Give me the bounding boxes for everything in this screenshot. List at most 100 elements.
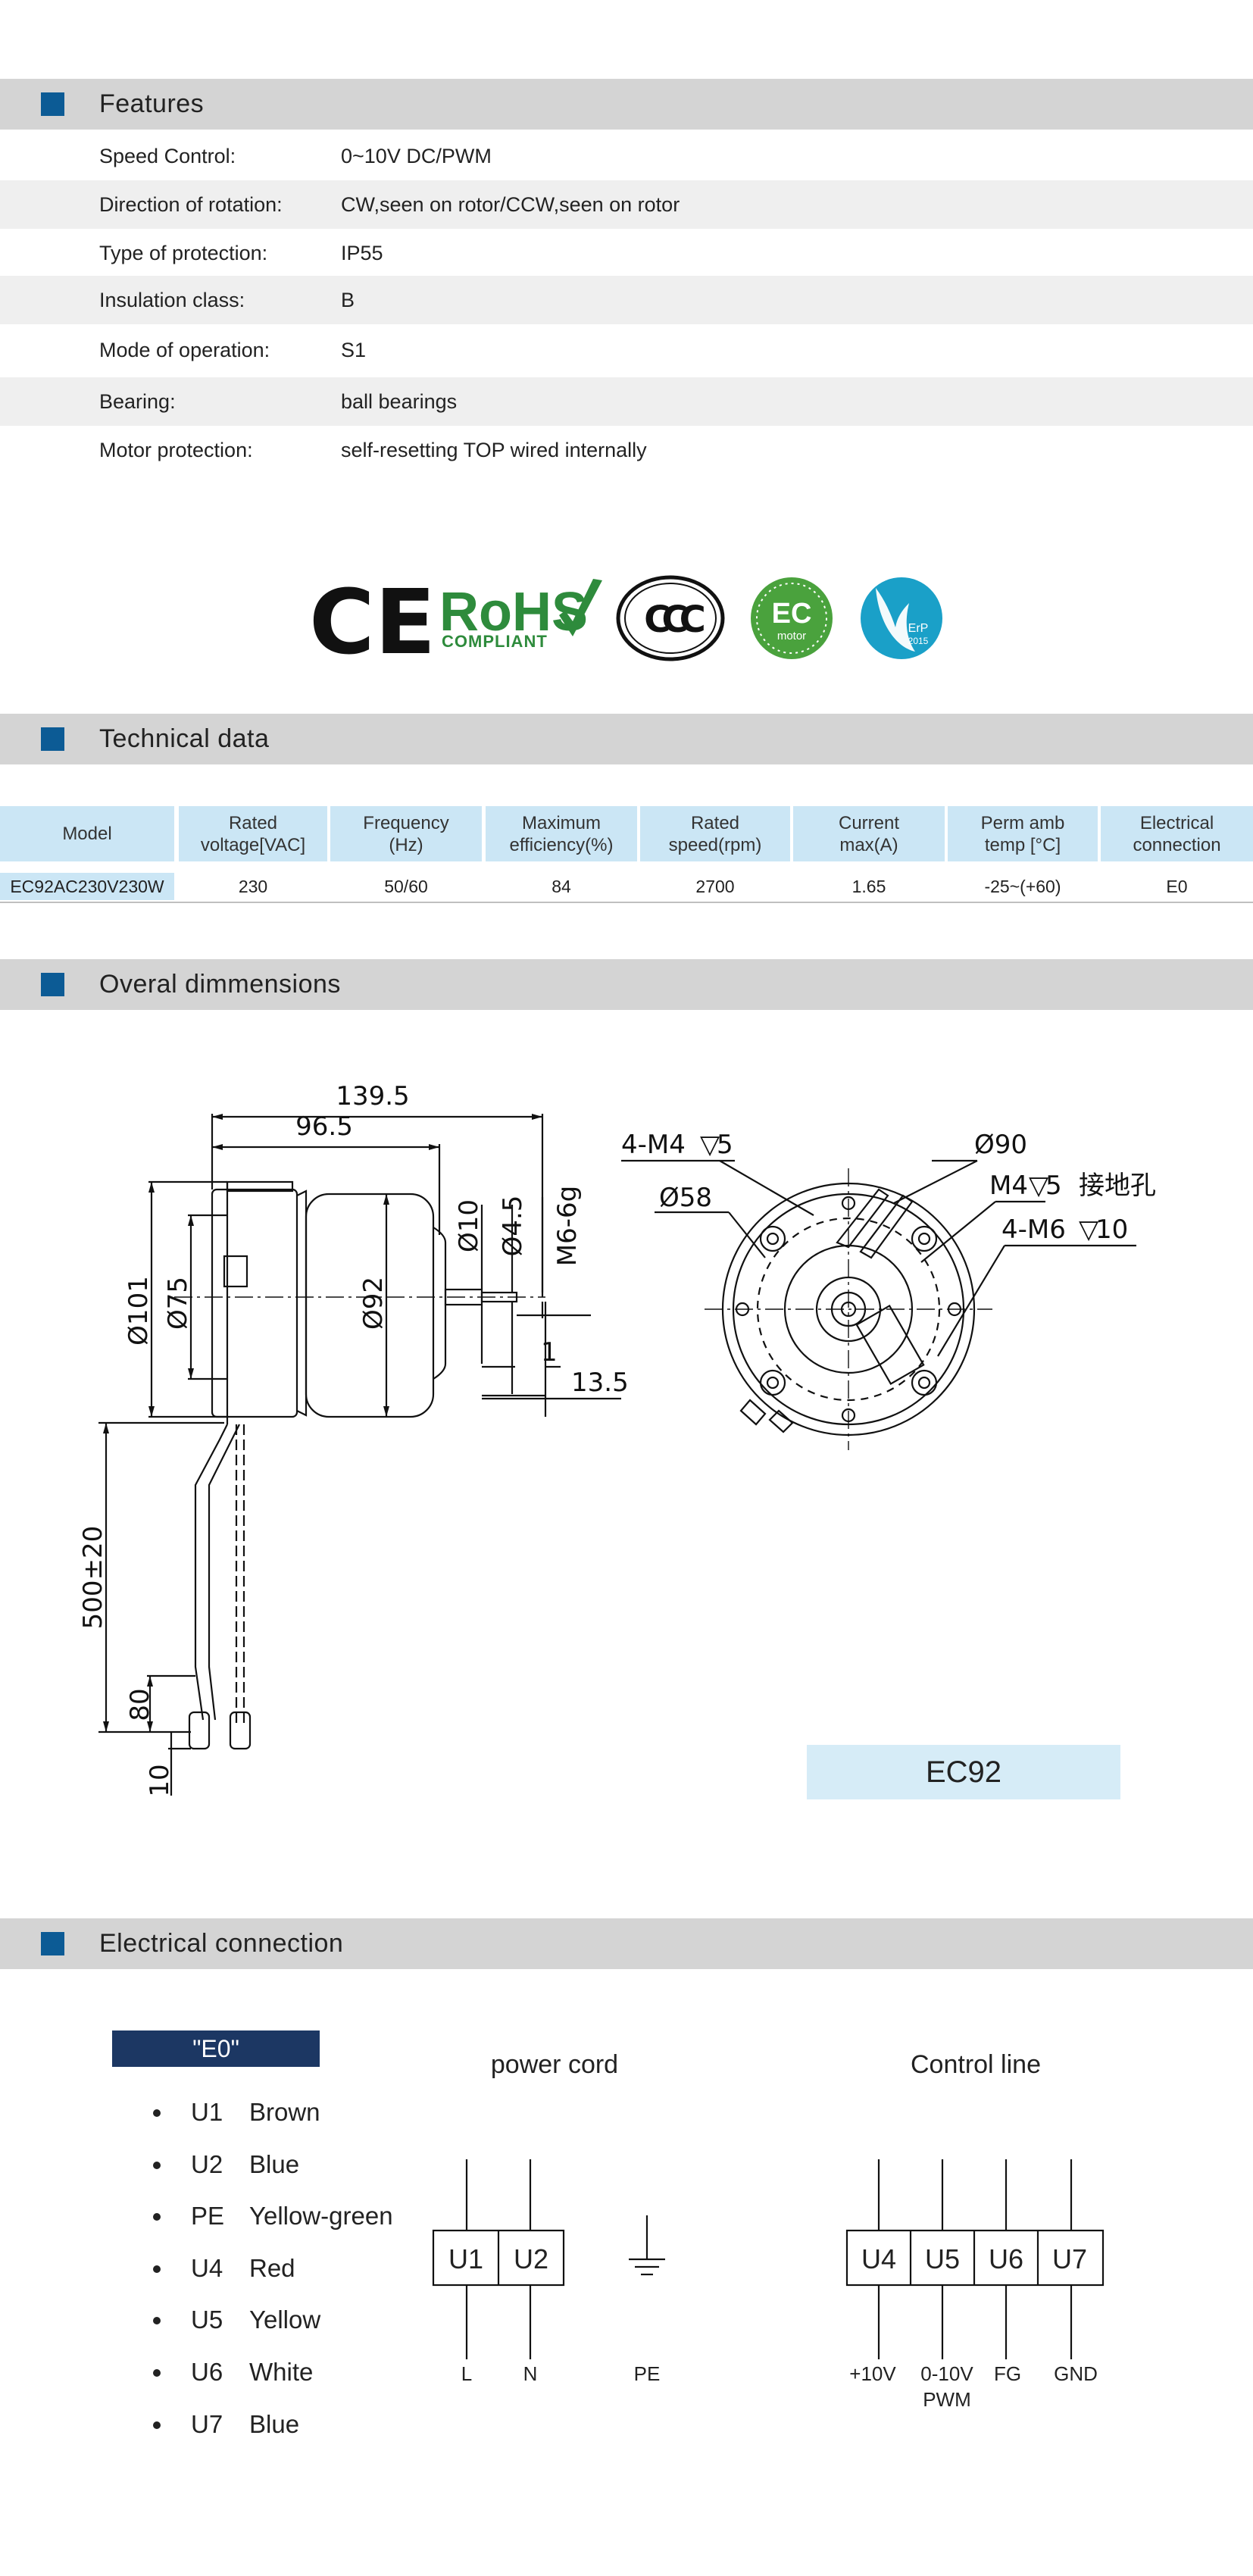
dimension-label: Ø92	[358, 1277, 389, 1330]
ce-logo: CE	[309, 570, 436, 674]
erp-year-text: 2015	[908, 636, 929, 646]
terminal-function-label: PE	[634, 2362, 661, 2385]
feature-value: ball bearings	[341, 390, 458, 413]
section-square-icon	[41, 727, 64, 751]
feature-label: Speed Control:	[99, 145, 236, 167]
feature-row: Bearing: ball bearings	[0, 377, 1253, 426]
erp-logo-text: ErP	[908, 622, 929, 635]
table-cell-speed: 2700	[695, 877, 735, 896]
wire-color: Yellow	[249, 2306, 321, 2334]
wire-code: U6	[191, 2358, 223, 2386]
feature-value: self-resetting TOP wired internally	[341, 439, 647, 461]
header-line: efficiency(%)	[509, 834, 614, 855]
wire-color: Red	[249, 2254, 295, 2282]
header-line: max(A)	[839, 834, 898, 855]
dimension-label: 10	[1095, 1215, 1128, 1245]
feature-label: Type of protection:	[99, 242, 268, 264]
section-header-technical: Technical data	[0, 714, 1253, 764]
terminal-label: U1	[448, 2243, 483, 2274]
terminal-function-label: +10V	[849, 2362, 896, 2385]
header-line: connection	[1133, 834, 1221, 855]
dimension-label: Ø58	[659, 1183, 712, 1213]
ccc-logo-text: CCC	[644, 599, 704, 641]
table-divider	[0, 902, 1253, 903]
feature-row: Type of protection: IP55	[0, 229, 1253, 277]
feature-row: Insulation class: B	[0, 276, 1253, 324]
dimension-label: 500±20	[78, 1526, 108, 1630]
side-view-drawing: 139.5 96.5 Ø101 Ø75 Ø92 Ø10 Ø4.5 M6-6g 1…	[78, 1081, 629, 1797]
dimension-label: 4-M6	[1001, 1215, 1066, 1245]
dimension-label: 5	[1045, 1171, 1062, 1201]
bullet-icon	[153, 2317, 161, 2324]
control-line-title: Control line	[911, 2050, 1041, 2079]
feature-row: Speed Control: 0~10V DC/PWM	[0, 132, 1253, 180]
header-line: Current	[838, 812, 900, 833]
feature-value: B	[341, 289, 355, 311]
header-line: (Hz)	[389, 834, 423, 855]
terminal-function-label: PWM	[923, 2388, 971, 2411]
feature-label: Direction of rotation:	[99, 193, 283, 216]
terminal-function-label: L	[461, 2362, 472, 2385]
dimension-label: 10	[145, 1764, 175, 1796]
terminal-function-label: N	[523, 2362, 538, 2385]
section-square-icon	[41, 973, 64, 996]
header-line: Rated	[228, 812, 278, 833]
feature-value: S1	[341, 339, 367, 361]
model-label-box: EC92	[807, 1745, 1120, 1799]
feature-label: Mode of operation:	[99, 339, 270, 361]
feature-value: IP55	[341, 242, 383, 264]
ec-logo-text: EC	[772, 598, 812, 630]
section-square-icon	[41, 1932, 64, 1955]
terminal-label: U7	[1052, 2243, 1087, 2274]
section-header-dimensions: Overal dimmensions	[0, 959, 1253, 1010]
bullet-icon	[153, 2162, 161, 2169]
header-line: speed(rpm)	[668, 834, 762, 855]
ec-motor-text: motor	[777, 630, 806, 642]
depth-symbol-icon: ▽	[700, 1130, 720, 1160]
wire-code: PE	[191, 2202, 225, 2230]
dimension-label: M4	[989, 1171, 1028, 1201]
header-line: temp [°C]	[984, 834, 1061, 855]
section-title: Features	[99, 89, 205, 118]
feature-value: 0~10V DC/PWM	[341, 145, 492, 167]
table-cell-voltage: 230	[238, 877, 268, 896]
feature-row: Mode of operation: S1	[0, 326, 1253, 374]
dimension-label: Ø101	[123, 1276, 154, 1346]
rohs-logo: RoHS COMPLIANT	[439, 579, 602, 651]
wire-color: White	[249, 2358, 314, 2386]
ec-motor-logo: EC motor	[751, 577, 833, 659]
table-header-model: Model	[0, 806, 174, 861]
feature-row: Motor protection: self-resetting TOP wir…	[0, 426, 1253, 474]
bullet-icon	[153, 2369, 161, 2377]
ccc-logo: CCC	[616, 575, 725, 661]
erp-logo: ErP 2015	[861, 577, 942, 659]
section-square-icon	[41, 92, 64, 116]
connection-code-badge: "E0"	[112, 2030, 320, 2067]
rohs-compliant-text: COMPLIANT	[442, 632, 548, 651]
wire-color: Blue	[249, 2150, 300, 2178]
dimension-label: 4-M4	[621, 1130, 686, 1160]
wire-code: U7	[191, 2410, 223, 2438]
bullet-icon	[153, 2213, 161, 2221]
dimension-label: 5	[717, 1130, 733, 1160]
wire-code: U4	[191, 2254, 223, 2282]
table-cell-frequency: 50/60	[384, 877, 428, 896]
table-cell-efficiency: 84	[552, 877, 571, 896]
feature-value: CW,seen on rotor/CCW,seen on rotor	[341, 193, 680, 216]
terminal-function-label: 0-10V	[920, 2362, 973, 2385]
dimension-label: 接地孔	[1079, 1171, 1156, 1201]
rohs-check-icon	[559, 579, 602, 636]
feature-label: Insulation class:	[99, 289, 245, 311]
dimension-label: M6-6g	[552, 1186, 583, 1266]
table-header-frequency: Frequency(Hz)	[330, 806, 482, 861]
dimension-label: Ø90	[974, 1130, 1027, 1160]
header-line: Maximum	[521, 812, 601, 833]
section-header-electrical: Electrical connection	[0, 1918, 1253, 1969]
power-cord-diagram: power cord U1 U2 L N PE	[432, 2050, 665, 2385]
section-title: Electrical connection	[99, 1929, 344, 1958]
dimension-label: 96.5	[295, 1111, 353, 1142]
